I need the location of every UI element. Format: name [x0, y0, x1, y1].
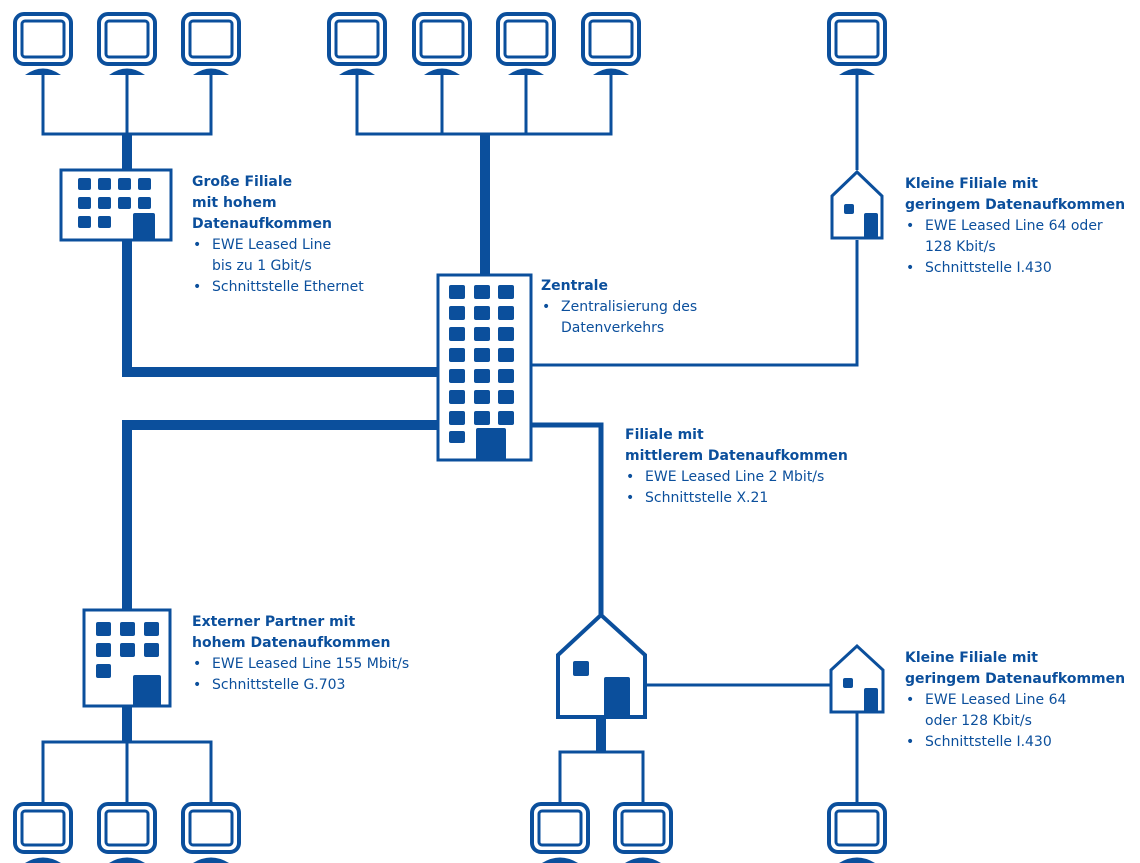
label-filiale-mittel: Filiale mit mittlerem Datenaufkommen EWE… [625, 425, 848, 509]
monitor-icon [97, 12, 157, 75]
link-line [558, 750, 645, 804]
house-icon [556, 612, 647, 719]
title-line: Große Filiale [192, 174, 293, 190]
bullet-item: Zentralisierung des Datenverkehrs [541, 297, 697, 339]
monitor-icon [613, 802, 673, 863]
bullet-item: Schnittstelle G.703 [192, 675, 409, 696]
monitor-icon [181, 12, 241, 75]
office-building-icon [59, 168, 173, 242]
link-line [531, 240, 859, 367]
label-grosse-filiale: Große Filiale mit hohem Datenaufkommen E… [192, 172, 364, 298]
label-externer-partner: Externer Partner mit hohem Datenaufkomme… [192, 612, 409, 696]
bullet-item: EWE Leased Line 2 Mbit/s [625, 467, 848, 488]
monitor-icon [827, 12, 887, 75]
title-line: hohem Datenaufkommen [192, 635, 391, 651]
title-line: Kleine Filiale mit [905, 176, 1038, 192]
monitor-icon [327, 12, 387, 75]
title-line: Externer Partner mit [192, 614, 356, 630]
monitor-icon [13, 12, 73, 75]
link-line [122, 238, 438, 377]
bullet-item: Schnittstelle I.430 [905, 258, 1125, 279]
label-kleine-filiale-oben: Kleine Filiale mit geringem Datenaufkomm… [905, 174, 1125, 279]
title-line: Kleine Filiale mit [905, 650, 1038, 666]
link-line [355, 75, 613, 136]
title-line: geringem Datenaufkommen [905, 197, 1126, 213]
title-line: geringem Datenaufkommen [905, 671, 1126, 687]
title-line: Datenaufkommen [192, 216, 332, 232]
tower-building-icon [436, 273, 533, 462]
office-building-icon [82, 608, 172, 708]
small-house-icon [829, 643, 885, 714]
link-line [531, 422, 604, 615]
monitor-icon [827, 802, 887, 863]
bullet-item: Schnittstelle X.21 [625, 488, 848, 509]
bullet-item: Schnittstelle Ethernet [192, 277, 364, 298]
small-house-icon [830, 169, 884, 240]
bullet-item: EWE Leased Line 155 Mbit/s [192, 654, 409, 675]
monitor-icon [530, 802, 590, 863]
bullet-item: Schnittstelle I.430 [905, 732, 1125, 753]
title-line: Filiale mit [625, 427, 704, 443]
label-kleine-filiale-unten: Kleine Filiale mit geringem Datenaufkomm… [905, 648, 1125, 753]
monitor-icon [412, 12, 472, 75]
monitor-icon [97, 802, 157, 863]
node-icons [13, 12, 887, 863]
title-line: mittlerem Datenaufkommen [625, 448, 848, 464]
monitor-icon [496, 12, 556, 75]
monitor-icon [181, 802, 241, 863]
label-zentrale: Zentrale Zentralisierung des Datenverkeh… [541, 276, 697, 339]
bullet-item: EWE Leased Line 64 oder 128 Kbit/s [905, 690, 1125, 732]
monitor-icon [13, 802, 73, 863]
bullet-item: EWE Leased Line 64 oder 128 Kbit/s [905, 216, 1125, 258]
bullet-item: EWE Leased Line bis zu 1 Gbit/s [192, 235, 364, 277]
connection-lines [41, 75, 859, 804]
monitor-icon [581, 12, 641, 75]
link-line [122, 420, 438, 610]
title-line: mit hohem [192, 195, 277, 211]
title-line: Zentrale [541, 278, 608, 294]
